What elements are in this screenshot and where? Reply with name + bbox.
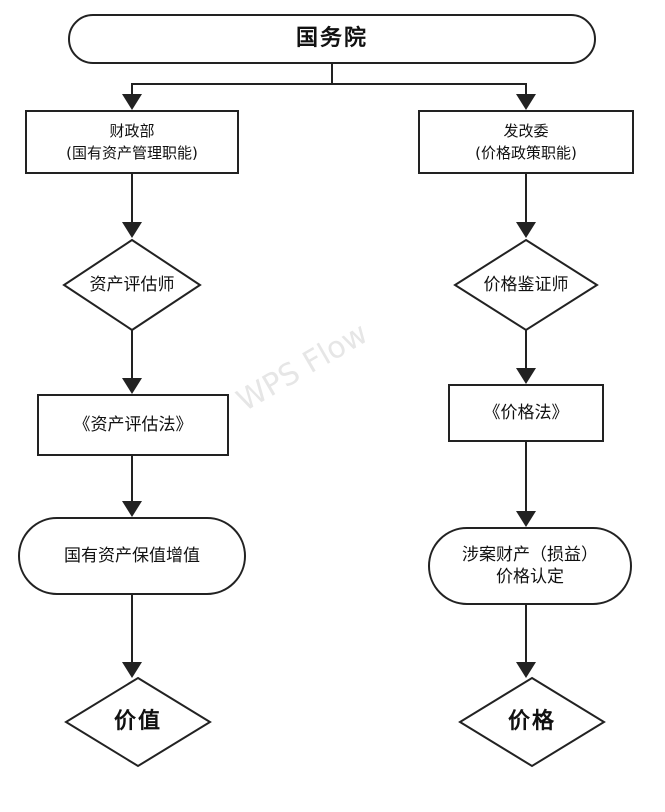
right-dept-label: 发改委 (价格政策职能) — [475, 122, 577, 162]
left-result-label: 价值 — [113, 709, 162, 734]
left-role-label: 资产评估师 — [89, 275, 175, 295]
right-law-node: 《价格法》 — [448, 384, 604, 442]
left-result-diamond — [64, 676, 212, 768]
connector-root-right — [332, 83, 536, 110]
right-role-node: 价格鉴证师 — [455, 240, 597, 330]
right-result-node: 价格 — [460, 678, 604, 766]
right-goal-node: 涉案财产（损益） 价格认定 — [428, 527, 632, 605]
right-role-diamond — [453, 238, 599, 332]
left-role-node: 资产评估师 — [64, 240, 200, 330]
left-goal-label: 国有资产保值增值 — [64, 546, 200, 566]
right-goal-label: 涉案财产（损益） 价格认定 — [462, 545, 598, 587]
connector-root-left — [122, 83, 332, 110]
right-role-label: 价格鉴证师 — [483, 275, 569, 295]
left-law-label: 《资产评估法》 — [73, 415, 193, 435]
right-result-label: 价格 — [507, 709, 556, 734]
root-label: 国务院 — [295, 26, 368, 51]
left-dept-node: 财政部 (国有资产管理职能) — [25, 110, 239, 174]
root-node: 国务院 — [68, 14, 596, 64]
left-goal-node: 国有资产保值增值 — [18, 517, 246, 595]
left-law-node: 《资产评估法》 — [37, 394, 229, 456]
left-dept-label: 财政部 (国有资产管理职能) — [66, 122, 198, 162]
right-law-label: 《价格法》 — [483, 403, 569, 423]
left-result-node: 价值 — [66, 678, 210, 766]
right-dept-node: 发改委 (价格政策职能) — [418, 110, 634, 174]
left-role-diamond — [62, 238, 202, 332]
right-result-diamond — [458, 676, 606, 768]
